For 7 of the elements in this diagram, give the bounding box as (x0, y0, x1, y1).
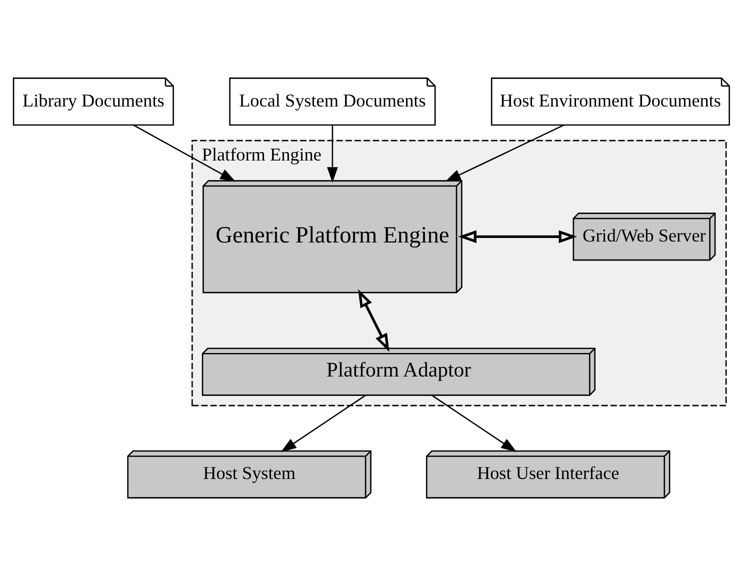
arrow (280, 394, 366, 452)
arrow (458, 230, 578, 243)
arrow (445, 124, 564, 182)
arrow (432, 394, 517, 452)
arrow (327, 124, 338, 182)
arrow (133, 124, 236, 182)
arrow (358, 288, 390, 352)
